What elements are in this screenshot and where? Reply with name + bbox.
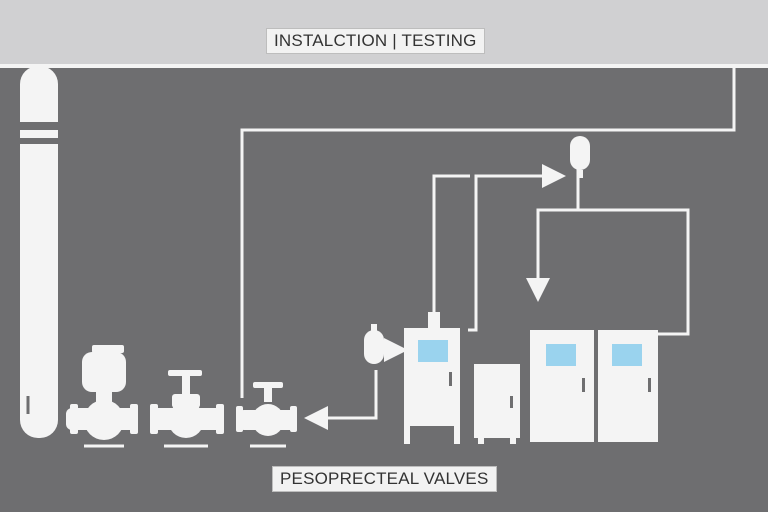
small-valve-icon xyxy=(236,382,297,448)
page-title: INSTALCTION | TESTING xyxy=(266,28,485,54)
pressure-tank-icon xyxy=(570,136,590,178)
small-cabinet xyxy=(474,364,520,444)
testing-cabinet-left xyxy=(530,330,594,442)
diagram-caption: PESOPRECTEAL VALVES xyxy=(272,466,497,492)
header-divider-line xyxy=(0,64,768,68)
accumulator-tank-icon xyxy=(364,324,384,364)
piping-lines xyxy=(240,66,736,430)
cabinet-screen xyxy=(418,340,448,362)
gate-valve-icon xyxy=(150,370,224,448)
control-cabinet xyxy=(404,312,460,444)
actuated-valve-icon xyxy=(66,345,138,448)
vertical-pipe xyxy=(20,66,58,438)
testing-cabinet-right xyxy=(598,330,658,442)
